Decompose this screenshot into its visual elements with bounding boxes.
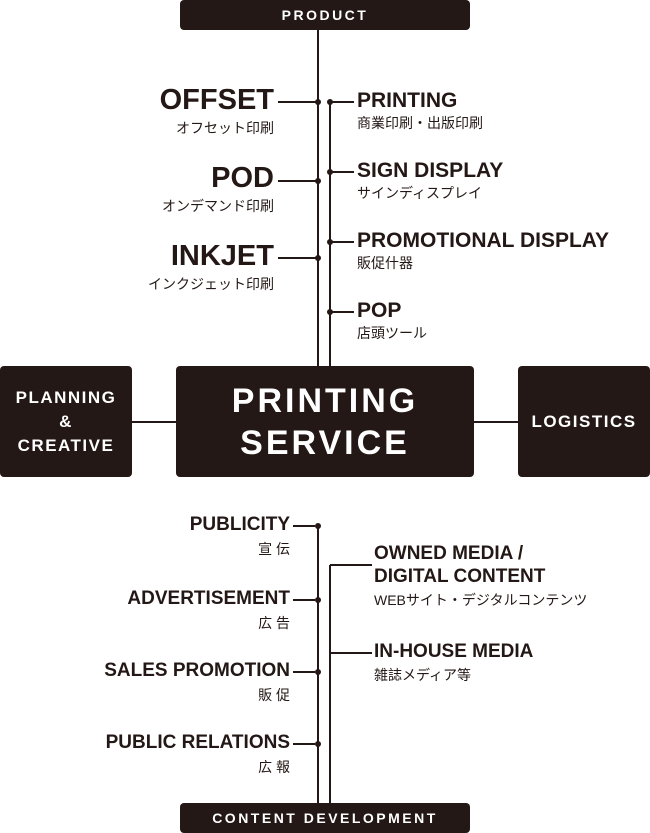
content-vertical-line [317,525,319,803]
product-sign-display: SIGN DISPLAY サインディスプレイ [357,160,503,200]
connector-sign-display [330,171,354,173]
planning-line3: CREATIVE [17,435,115,455]
connector-planning [132,421,176,423]
method-offset: OFFSET オフセット印刷 [159,84,274,136]
connector-offset [278,101,316,103]
content-sales-promotion: SALES PROMOTION 販 促 [104,661,290,702]
center-line2: SERVICE [240,423,410,462]
method-offset-jp: オフセット印刷 [176,120,274,136]
connector-pod [278,180,316,182]
content-public-relations: PUBLIC RELATIONS 広 報 [106,733,290,774]
center-line1: PRINTING [231,381,419,420]
product-printing: PRINTING 商業印刷・出版印刷 [357,90,483,130]
method-pod-jp: オンデマンド印刷 [162,198,274,214]
planning-line1: PLANNING [15,387,117,407]
connector-dot [327,169,333,175]
content-advertisement-jp: 広 告 [258,615,290,631]
connector-dot [327,99,333,105]
main-vertical-line [317,30,319,366]
content-advertisement-label: ADVERTISEMENT [127,588,290,609]
product-branch-line [329,102,331,366]
product-band: PRODUCT [180,0,470,30]
content-development-band-label: CONTENT DEVELOPMENT [212,810,438,826]
connector-dot [315,523,321,529]
connector-printing [330,101,354,103]
content-development-band: CONTENT DEVELOPMENT [180,803,470,833]
logistics-box: LOGISTICS [518,366,650,477]
product-promotional-display-label: PROMOTIONAL DISPLAY [357,229,610,252]
connector-owned-media [330,564,372,566]
connector-dot [327,309,333,315]
connector-dot [315,255,321,261]
content-owned-media-label2: DIGITAL CONTENT [374,566,546,587]
product-sign-display-jp: サインディスプレイ [357,185,483,201]
product-pop: POP 店頭ツール [357,300,427,340]
content-publicity-jp: 宣 伝 [258,541,290,557]
connector-in-house-media [330,652,372,654]
content-in-house-media-jp: 雑誌メディア等 [374,667,472,683]
product-promotional-display-jp: 販促什器 [357,255,413,271]
connector-sales-promotion [293,671,315,673]
content-public-relations-jp: 広 報 [258,759,290,775]
product-printing-label: PRINTING [357,89,458,112]
content-publicity: PUBLICITY 宣 伝 [190,515,290,556]
product-pop-label: POP [357,299,402,322]
product-promotional-display: PROMOTIONAL DISPLAY 販促什器 [357,230,609,270]
method-offset-label: OFFSET [159,84,274,116]
connector-dot [315,669,321,675]
connector-pop [330,311,354,313]
method-pod-label: POD [211,162,274,194]
content-sales-promotion-label: SALES PROMOTION [104,660,290,681]
planning-creative-box: PLANNING & CREATIVE [0,366,132,477]
content-advertisement: ADVERTISEMENT 広 告 [127,589,290,630]
content-sales-promotion-jp: 販 促 [258,687,290,703]
method-inkjet: INKJET インクジェット印刷 [148,240,274,292]
connector-dot [327,239,333,245]
content-branch-line [329,565,331,803]
method-pod: POD オンデマンド印刷 [162,162,274,214]
connector-dot [315,178,321,184]
connector-publicity [293,525,315,527]
content-owned-media-jp: WEBサイト・デジタルコンテンツ [374,592,588,608]
connector-dot [315,597,321,603]
connector-logistics [474,421,518,423]
connector-advertisement [293,599,315,601]
connector-public-relations [293,743,315,745]
product-sign-display-label: SIGN DISPLAY [357,159,504,182]
content-in-house-media-label: IN-HOUSE MEDIA [374,641,534,662]
planning-line2: & [59,411,73,431]
connector-promotional-display [330,241,354,243]
content-publicity-label: PUBLICITY [189,514,290,535]
connector-dot [315,741,321,747]
product-band-label: PRODUCT [281,7,369,23]
content-owned-media-label1: OWNED MEDIA / [374,543,524,564]
content-public-relations-label: PUBLIC RELATIONS [105,732,290,753]
product-pop-jp: 店頭ツール [357,325,427,341]
method-inkjet-label: INKJET [170,240,274,272]
connector-inkjet [278,257,316,259]
method-inkjet-jp: インクジェット印刷 [148,276,274,292]
content-owned-media: OWNED MEDIA / DIGITAL CONTENT WEBサイト・デジタ… [374,544,587,607]
printing-service-box: PRINTING SERVICE [176,366,474,477]
connector-dot [315,99,321,105]
logistics-label: LOGISTICS [531,411,637,431]
content-in-house-media: IN-HOUSE MEDIA 雑誌メディア等 [374,642,533,682]
product-printing-jp: 商業印刷・出版印刷 [357,115,483,131]
